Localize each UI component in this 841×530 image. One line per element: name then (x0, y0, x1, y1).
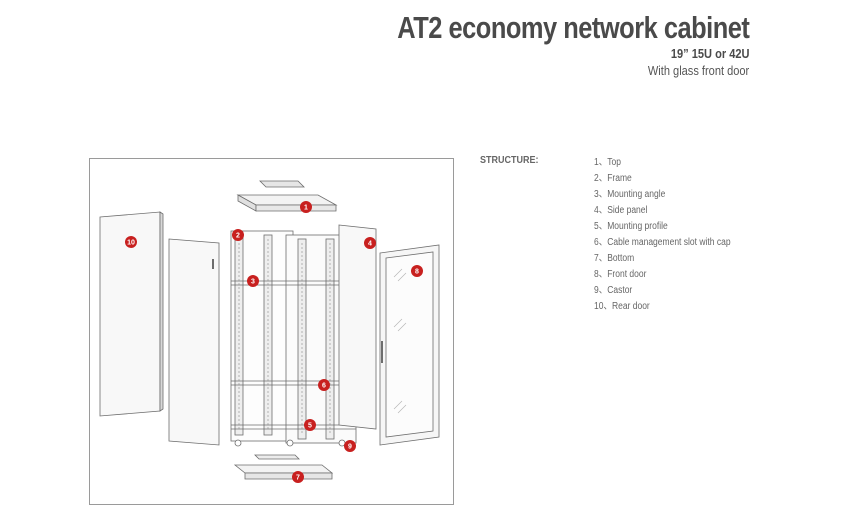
svg-text:9: 9 (348, 444, 352, 451)
callout-4: 4 (364, 237, 376, 249)
list-item: 1、Top (594, 157, 621, 168)
callout-5: 5 (304, 419, 316, 431)
callout-3: 3 (247, 275, 259, 287)
bottom-plate (233, 464, 334, 474)
svg-text:4: 4 (368, 241, 372, 248)
door-subtitle: With glass front door (647, 63, 749, 78)
list-item: 9、Castor (594, 285, 633, 296)
callout-7: 7 (292, 471, 304, 483)
exploded-diagram: 1 2 3 4 5 6 7 8 9 10 (89, 158, 454, 505)
callout-6: 6 (318, 379, 330, 391)
cabinet-frame (230, 230, 357, 444)
top-vent-plate (259, 180, 305, 188)
callout-1: 1 (300, 201, 312, 213)
svg-text:7: 7 (296, 475, 300, 482)
svg-text:6: 6 (322, 383, 326, 390)
list-item: 3、Mounting angle (594, 189, 666, 200)
list-item: 10、Rear door (594, 301, 650, 312)
size-subtitle: 19” 15U or 42U (670, 46, 749, 61)
page-title: AT2 economy network cabinet (396, 10, 750, 45)
svg-text:2: 2 (236, 233, 240, 240)
list-item: 4、Side panel (594, 205, 648, 216)
svg-text:10: 10 (127, 240, 135, 247)
svg-text:1: 1 (304, 205, 308, 212)
svg-text:8: 8 (415, 269, 419, 276)
cabinet-illustration: 1 2 3 4 5 6 7 8 9 10 (99, 180, 440, 483)
structure-list: 1、Top 2、Frame 3、Mounting angle 4、Side pa… (594, 155, 755, 315)
list-item: 8、Front door (594, 269, 647, 280)
callout-badges: 1 2 3 4 5 6 7 8 9 10 (125, 201, 423, 483)
list-item: 2、Frame (594, 173, 632, 184)
list-item: 5、Mounting profile (594, 221, 668, 232)
callout-10: 10 (125, 236, 137, 248)
callout-2: 2 (232, 229, 244, 241)
structure-heading: STRUCTURE: (480, 155, 539, 166)
callout-8: 8 (411, 265, 423, 277)
svg-text:5: 5 (308, 423, 312, 430)
list-item: 7、Bottom (594, 253, 635, 264)
left-side-panel (168, 238, 220, 446)
list-item: 6、Cable management slot with cap (594, 237, 731, 248)
callout-9: 9 (344, 440, 356, 452)
right-side-panel (338, 224, 377, 430)
mounting-profile-holes (238, 239, 331, 435)
svg-text:3: 3 (251, 279, 255, 286)
